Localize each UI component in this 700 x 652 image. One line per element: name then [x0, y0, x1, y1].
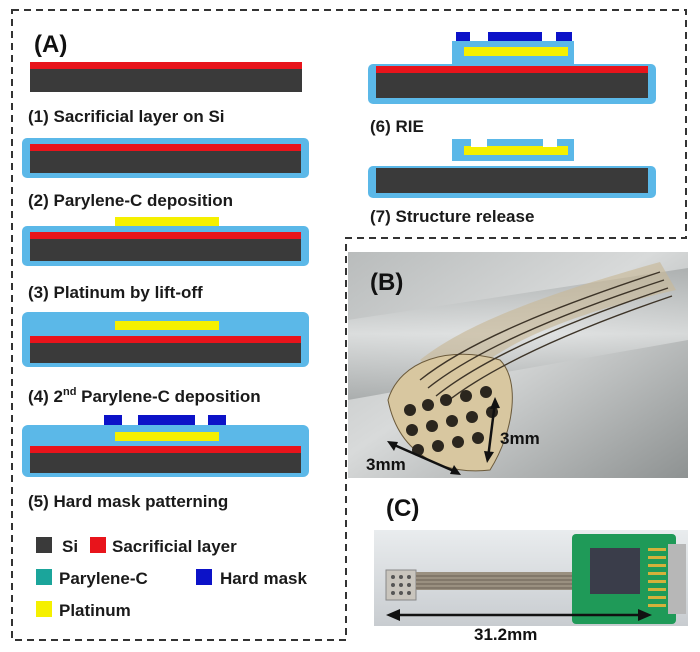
panel-b-label: (B): [370, 269, 403, 296]
hard-mask-pattern: [456, 32, 470, 42]
step-5-label: (5) Hard mask patterning: [28, 492, 228, 511]
step-3-diagram: [22, 217, 309, 266]
panel-c-label: (C): [386, 495, 419, 522]
step-3-label: (3) Platinum by lift-off: [28, 283, 203, 302]
electrode-traces: [419, 271, 673, 405]
legend-swatch-hardmask: [196, 569, 212, 585]
hard-mask-pattern: [556, 32, 572, 42]
legend-swatch-platinum: [36, 601, 52, 617]
legend-label-parylene: Parylene-C: [59, 569, 148, 588]
sacrificial-layer: [376, 66, 648, 73]
dimension-label-height: 3mm: [500, 429, 540, 448]
legend-swatch-parylene: [36, 569, 52, 585]
panel-b-photo: [348, 252, 688, 478]
platinum-pattern: [115, 321, 219, 330]
step-7-label: (7) Structure release: [370, 207, 534, 226]
step-1-diagram: [30, 62, 302, 92]
panel-a-dashed-border: [11, 9, 687, 641]
hard-mask-pattern: [488, 32, 542, 42]
legend-label-si: Si: [62, 537, 78, 556]
silicon-layer: [376, 168, 648, 193]
connector-chip: [590, 548, 640, 594]
dimension-arrow-width: [391, 442, 457, 474]
legend: Si Sacrificial layer Parylene-C Hard mas…: [36, 537, 307, 620]
dimension-arrow-height: [486, 401, 497, 459]
step-4-diagram: [22, 312, 309, 367]
electrode-pads: [404, 386, 498, 456]
hard-mask-pattern: [104, 415, 122, 426]
panel-c-photo: [374, 530, 688, 626]
step-4-label: (4) 2nd Parylene-C deposition: [28, 386, 261, 406]
step-7-diagram: [368, 139, 656, 198]
step-5-diagram: [22, 415, 309, 477]
flexible-cable: [416, 572, 578, 590]
platinum-pattern: [464, 146, 568, 155]
electrode-opening: [471, 139, 487, 147]
step-6-diagram: [368, 32, 656, 104]
legend-label-sacrificial: Sacrificial layer: [112, 537, 237, 556]
platinum-pattern: [115, 217, 219, 226]
hard-mask-pattern: [208, 415, 226, 426]
step-6-label: (6) RIE: [370, 117, 424, 136]
connector-pins: [668, 544, 686, 614]
sacrificial-layer: [30, 62, 302, 69]
sacrificial-layer: [30, 232, 301, 239]
legend-label-platinum: Platinum: [59, 601, 131, 620]
panel-a-label: (A): [34, 31, 67, 58]
legend-swatch-sacrificial: [90, 537, 106, 553]
electrode-opening: [543, 139, 557, 147]
sacrificial-layer: [30, 336, 301, 343]
silicon-layer: [376, 70, 648, 98]
legend-swatch-si: [36, 537, 52, 553]
step-1-label: (1) Sacrificial layer on Si: [28, 107, 225, 126]
platinum-pattern: [464, 47, 568, 56]
legend-label-hardmask: Hard mask: [220, 569, 307, 588]
sacrificial-layer: [30, 144, 301, 151]
hard-mask-pattern: [138, 415, 195, 426]
dimension-label-length: 31.2mm: [474, 625, 537, 644]
dimension-label-width: 3mm: [366, 455, 406, 474]
step-2-diagram: [22, 138, 309, 178]
sacrificial-layer: [30, 446, 301, 453]
platinum-pattern: [115, 432, 219, 441]
step-2-label: (2) Parylene-C deposition: [28, 191, 233, 210]
